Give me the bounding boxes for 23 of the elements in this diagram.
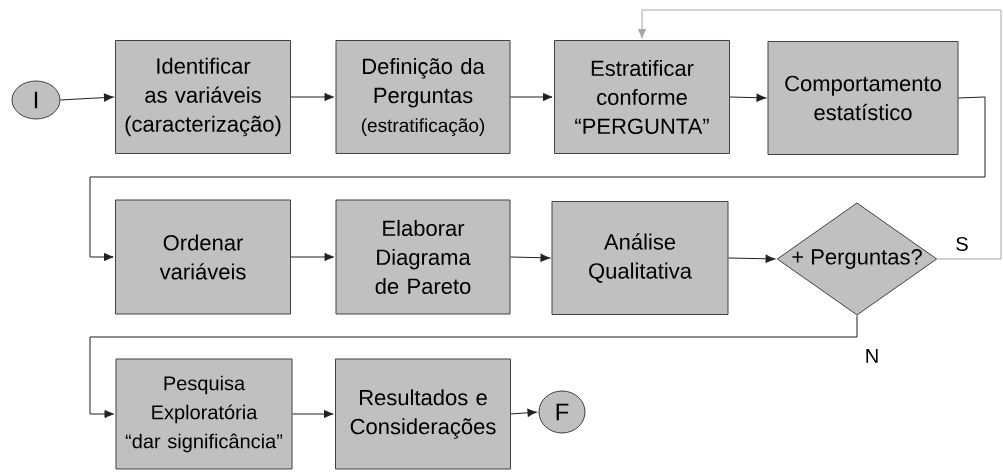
arrow xyxy=(89,96,986,262)
process-box: Identificar as variáveis (caracterização) xyxy=(115,40,291,154)
process-box: Definição da Perguntas (estratificação) xyxy=(335,40,511,154)
process-box: Análise Qualitativa xyxy=(551,201,729,315)
arrow xyxy=(510,92,553,102)
process-box: Estratificar conforme “PERGUNTA” xyxy=(554,40,730,154)
arrow xyxy=(729,93,767,102)
arrow xyxy=(60,93,114,102)
edge-label: N xyxy=(863,348,881,364)
process-box: Resultados e Considerações xyxy=(335,358,511,470)
arrow xyxy=(728,254,776,263)
process-box: Elaborar Diagrama de Pareto xyxy=(335,199,511,315)
arrow xyxy=(510,408,538,417)
process-box: Ordenar variáveis xyxy=(115,199,291,315)
process-box: Comportamento estatístico xyxy=(767,41,959,155)
process-box: Pesquisa Exploratória “dar significância” xyxy=(115,358,293,470)
edge-label: S xyxy=(954,235,970,253)
arrow xyxy=(637,9,1002,260)
arrow xyxy=(292,409,334,419)
arrow xyxy=(290,252,335,262)
arrow xyxy=(510,253,551,262)
arrow xyxy=(89,315,858,419)
arrow xyxy=(290,92,335,102)
